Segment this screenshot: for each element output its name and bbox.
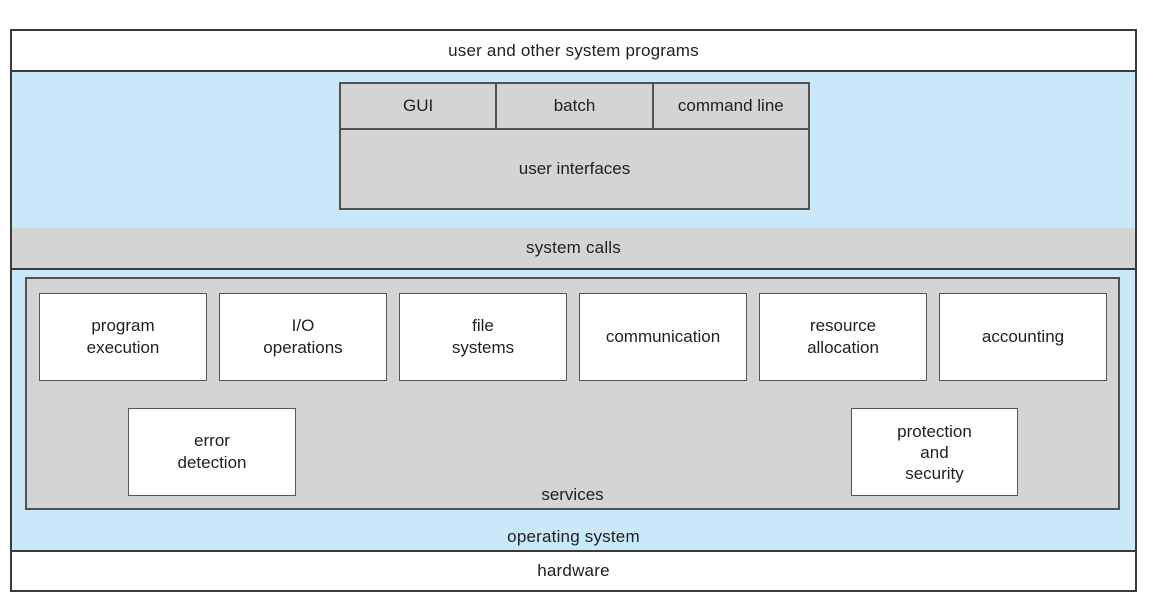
service-program-execution: program execution (39, 293, 207, 381)
system-calls-label: system calls (526, 238, 621, 257)
service-communication: communication (579, 293, 747, 381)
divider-line (12, 550, 1135, 552)
user-interfaces-box: GUI batch command line user interfaces (339, 82, 810, 210)
service-protection-security: protection and security (851, 408, 1018, 496)
user-interfaces-label: user interfaces (518, 159, 631, 178)
cell-batch: batch (497, 84, 654, 128)
cell-gui: GUI (341, 84, 498, 128)
services-label: services (541, 485, 604, 504)
layer-system-calls: system calls (12, 228, 1135, 268)
service-file-systems: file systems (399, 293, 567, 381)
cell-command-line: command line (677, 96, 784, 115)
user-programs-label: user and other system programs (448, 41, 699, 60)
services-box: program execution I/O operations file sy… (25, 277, 1120, 510)
service-io-operations: I/O operations (219, 293, 387, 381)
hardware-label: hardware (537, 561, 610, 580)
service-error-detection: error detection (128, 408, 296, 496)
layer-user-programs: user and other system programs (12, 31, 1135, 70)
operating-system-label: operating system (507, 527, 640, 546)
service-resource-allocation: resource allocation (759, 293, 927, 381)
divider-line (12, 70, 1135, 72)
divider-line (12, 268, 1135, 270)
os-structure-figure: user and other system programs GUI batch… (10, 29, 1137, 592)
user-interface-types-row: GUI batch command line (341, 84, 808, 130)
layer-hardware: hardware (12, 552, 1135, 590)
service-accounting: accounting (939, 293, 1107, 381)
